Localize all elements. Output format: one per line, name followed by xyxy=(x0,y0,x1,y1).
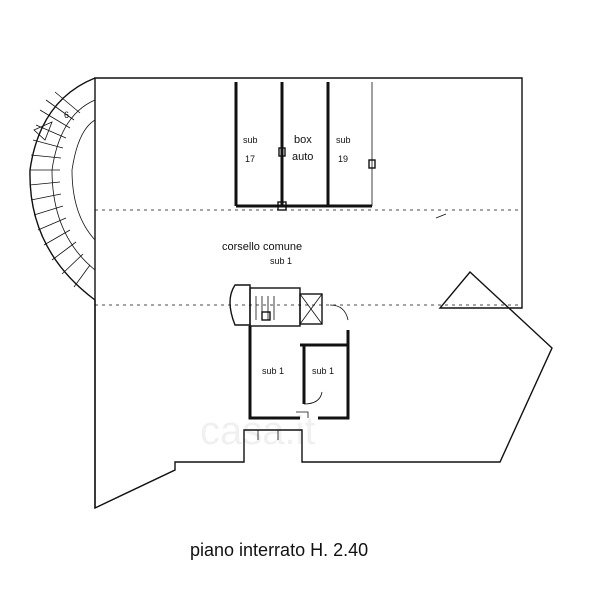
label-corsello-sub: sub 1 xyxy=(270,256,292,266)
plan-caption: piano interrato H. 2.40 xyxy=(190,540,368,560)
label-sub17-b: 17 xyxy=(245,154,255,164)
label-box-a: box xyxy=(294,134,312,146)
label-box-b: auto xyxy=(292,151,313,163)
stair-block xyxy=(229,284,349,327)
outer-wall xyxy=(94,77,553,510)
label-sub19-b: 19 xyxy=(338,154,348,164)
label-room-left: sub 1 xyxy=(262,366,284,376)
label-corsello: corsello comune xyxy=(222,241,302,253)
label-sub19-a: sub xyxy=(336,135,351,145)
corridor-mark xyxy=(435,213,447,219)
garage-boxes xyxy=(234,82,376,211)
label-room-right: sub 1 xyxy=(312,366,334,376)
lower-rooms xyxy=(248,326,350,440)
spiral-ramp xyxy=(29,77,96,301)
label-sub17-a: sub xyxy=(243,135,258,145)
watermark: casa.it xyxy=(200,409,316,453)
stair-number: 6 xyxy=(64,110,69,120)
